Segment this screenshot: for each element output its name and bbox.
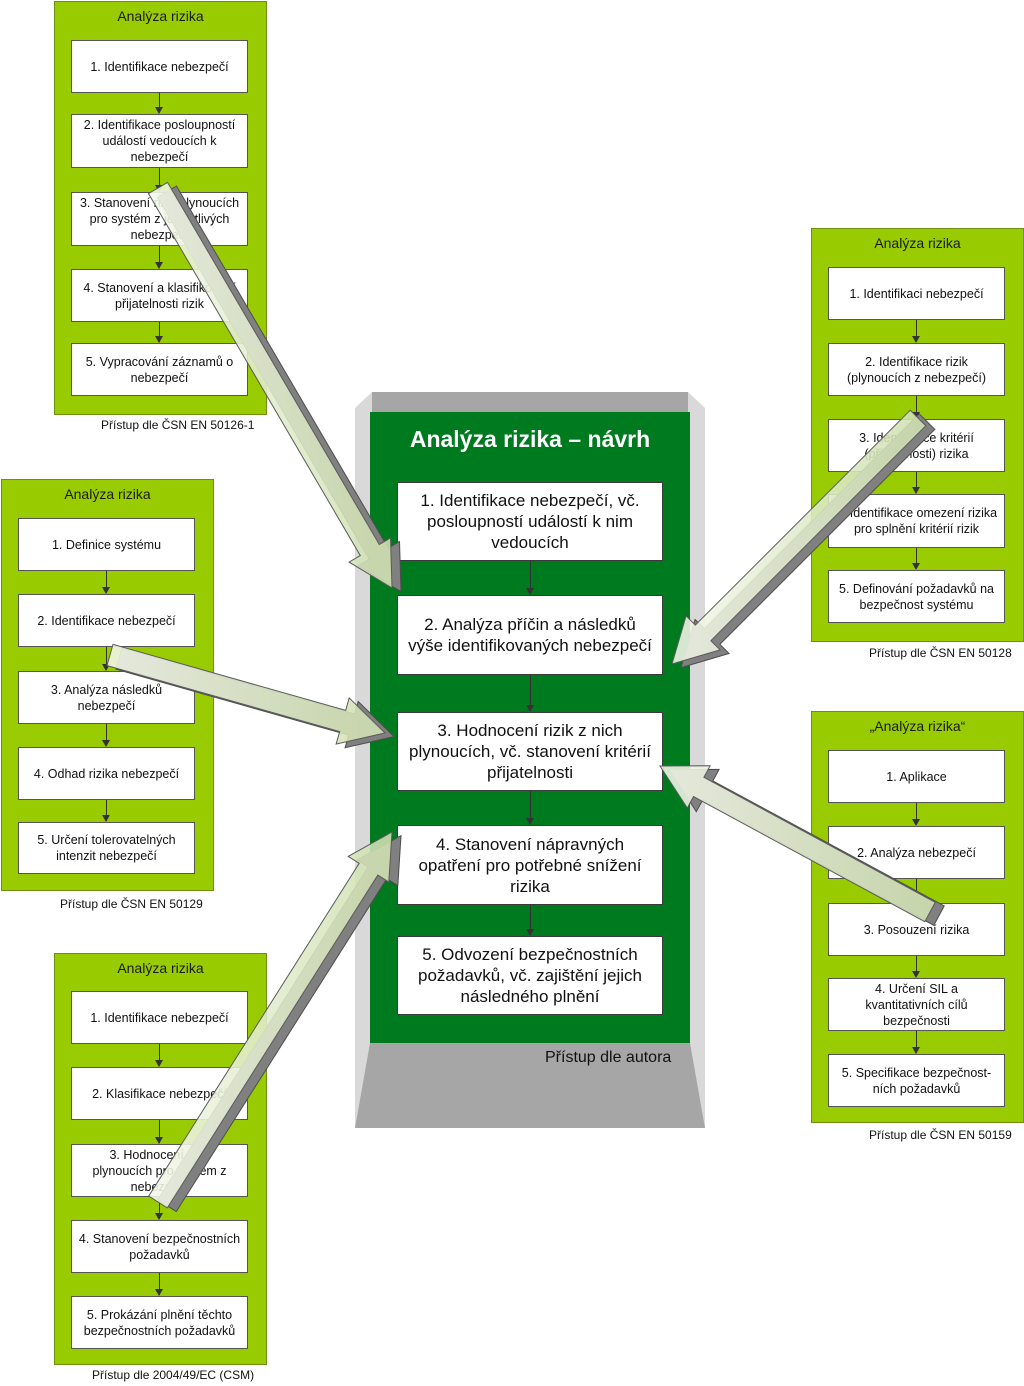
csm-step-2: 2. Klasifikace nebezpečí — [71, 1067, 248, 1120]
center-step-4: 4. Stanovení nápravných opatření pro pot… — [397, 825, 663, 905]
en50128-caption: Přístup dle ČSN EN 50128 — [869, 646, 1012, 660]
panel-title: Analýza rizika — [117, 960, 204, 976]
connector — [155, 322, 163, 343]
en50126-caption: Přístup dle ČSN EN 50126-1 — [101, 418, 255, 432]
center-connector — [526, 561, 534, 595]
en50129-caption: Přístup dle ČSN EN 50129 — [60, 897, 203, 911]
connector — [912, 956, 920, 978]
connector — [155, 246, 163, 269]
en50129-step-4: 4. Odhad rizika nebezpečí — [18, 747, 195, 800]
connector — [912, 320, 920, 343]
connector — [155, 1273, 163, 1296]
center-footer: Přístup dle autora — [545, 1049, 672, 1066]
center-title: Analýza rizika – návrh — [409, 426, 651, 452]
connector — [102, 647, 110, 671]
center-connector — [526, 675, 534, 712]
panel-title: Analýza rizika — [874, 235, 961, 251]
center-connector — [526, 905, 534, 936]
en50159-step-3: 3. Posouzení rizika — [828, 903, 1005, 956]
connector — [912, 1031, 920, 1054]
center-connector — [526, 791, 534, 825]
connector — [912, 396, 920, 419]
en50126-step-2: 2. Identifikace posloupností událostí ve… — [71, 114, 248, 168]
en50129-step-5: 5. Určení tolerovatelných intenzit nebez… — [18, 822, 195, 874]
en50126-step-1: 1. Identifikace nebezpečí — [71, 40, 248, 93]
en50129-step-1: 1. Definice systému — [18, 518, 195, 571]
csm-caption: Přístup dle 2004/49/EC (CSM) — [92, 1368, 255, 1382]
en50128-step-4: 4. Identifikace omezení rizika pro splně… — [828, 494, 1005, 548]
en50129-step-2: 2. Identifikace nebezpečí — [18, 594, 195, 647]
csm-step-1: 1. Identifikace nebezpečí — [71, 991, 248, 1044]
en50159-caption: Přístup dle ČSN EN 50159 — [869, 1128, 1012, 1142]
csm-step-4: 4. Stanovení bezpečnostních požadavků — [71, 1220, 248, 1273]
center-step-3: 3. Hodnocení rizik z nich plynoucích, vč… — [397, 712, 663, 791]
connector — [102, 800, 110, 822]
connector — [912, 879, 920, 903]
csm-step-5: 5. Prokázání plnění těchto bezpečnostníc… — [71, 1296, 248, 1349]
connector — [912, 548, 920, 570]
en50159-step-1: 1. Aplikace — [828, 750, 1005, 803]
center-step-1: 1. Identifikace nebezpečí, vč. posloupno… — [397, 482, 663, 561]
panel-title: Analýza rizika — [64, 486, 151, 502]
en50159-step-2: 2. Analýza nebezpečí — [828, 826, 1005, 879]
en50128-step-5: 5. Definování požadavků na bezpečnost sy… — [828, 570, 1005, 623]
connector — [155, 1197, 163, 1220]
connector — [102, 724, 110, 747]
en50128-step-3: 3. Identifikace kritérií (přijatelnosti)… — [828, 419, 1005, 472]
connector — [155, 93, 163, 114]
connector — [912, 803, 920, 826]
en50128-step-2: 2. Identifikace rizik (plynoucích z nebe… — [828, 343, 1005, 396]
en50126-step-4: 4. Stanovení a klasifikování přijatelnos… — [71, 269, 248, 322]
panel-title: Analýza rizika — [117, 8, 204, 24]
en50126-step-5: 5. Vypracování záznamů o nebezpečí — [71, 343, 248, 396]
csm-step-3: 3. Hodnocení rizik plynoucích pro systém… — [71, 1144, 248, 1197]
connector — [155, 1120, 163, 1144]
en50159-step-5: 5. Specifikace bezpečnost-ních požadavků — [828, 1054, 1005, 1107]
connector — [155, 168, 163, 192]
connector — [102, 571, 110, 594]
en50126-step-3: 3. Stanovení rizik plynoucích pro systém… — [71, 192, 248, 246]
en50128-step-1: 1. Identifikaci nebezpečí — [828, 267, 1005, 320]
panel-title: „Analýza rizika“ — [869, 718, 966, 734]
en50159-step-4: 4. Určení SIL a kvantitativních cílů bez… — [828, 978, 1005, 1031]
center-step-5: 5. Odvození bezpečnostních požadavků, vč… — [397, 936, 663, 1015]
en50129-step-3: 3. Analýza následků nebezpečí — [18, 671, 195, 724]
connector — [155, 1044, 163, 1067]
connector — [912, 472, 920, 494]
center-step-2: 2. Analýza příčin a následků výše identi… — [397, 595, 663, 675]
